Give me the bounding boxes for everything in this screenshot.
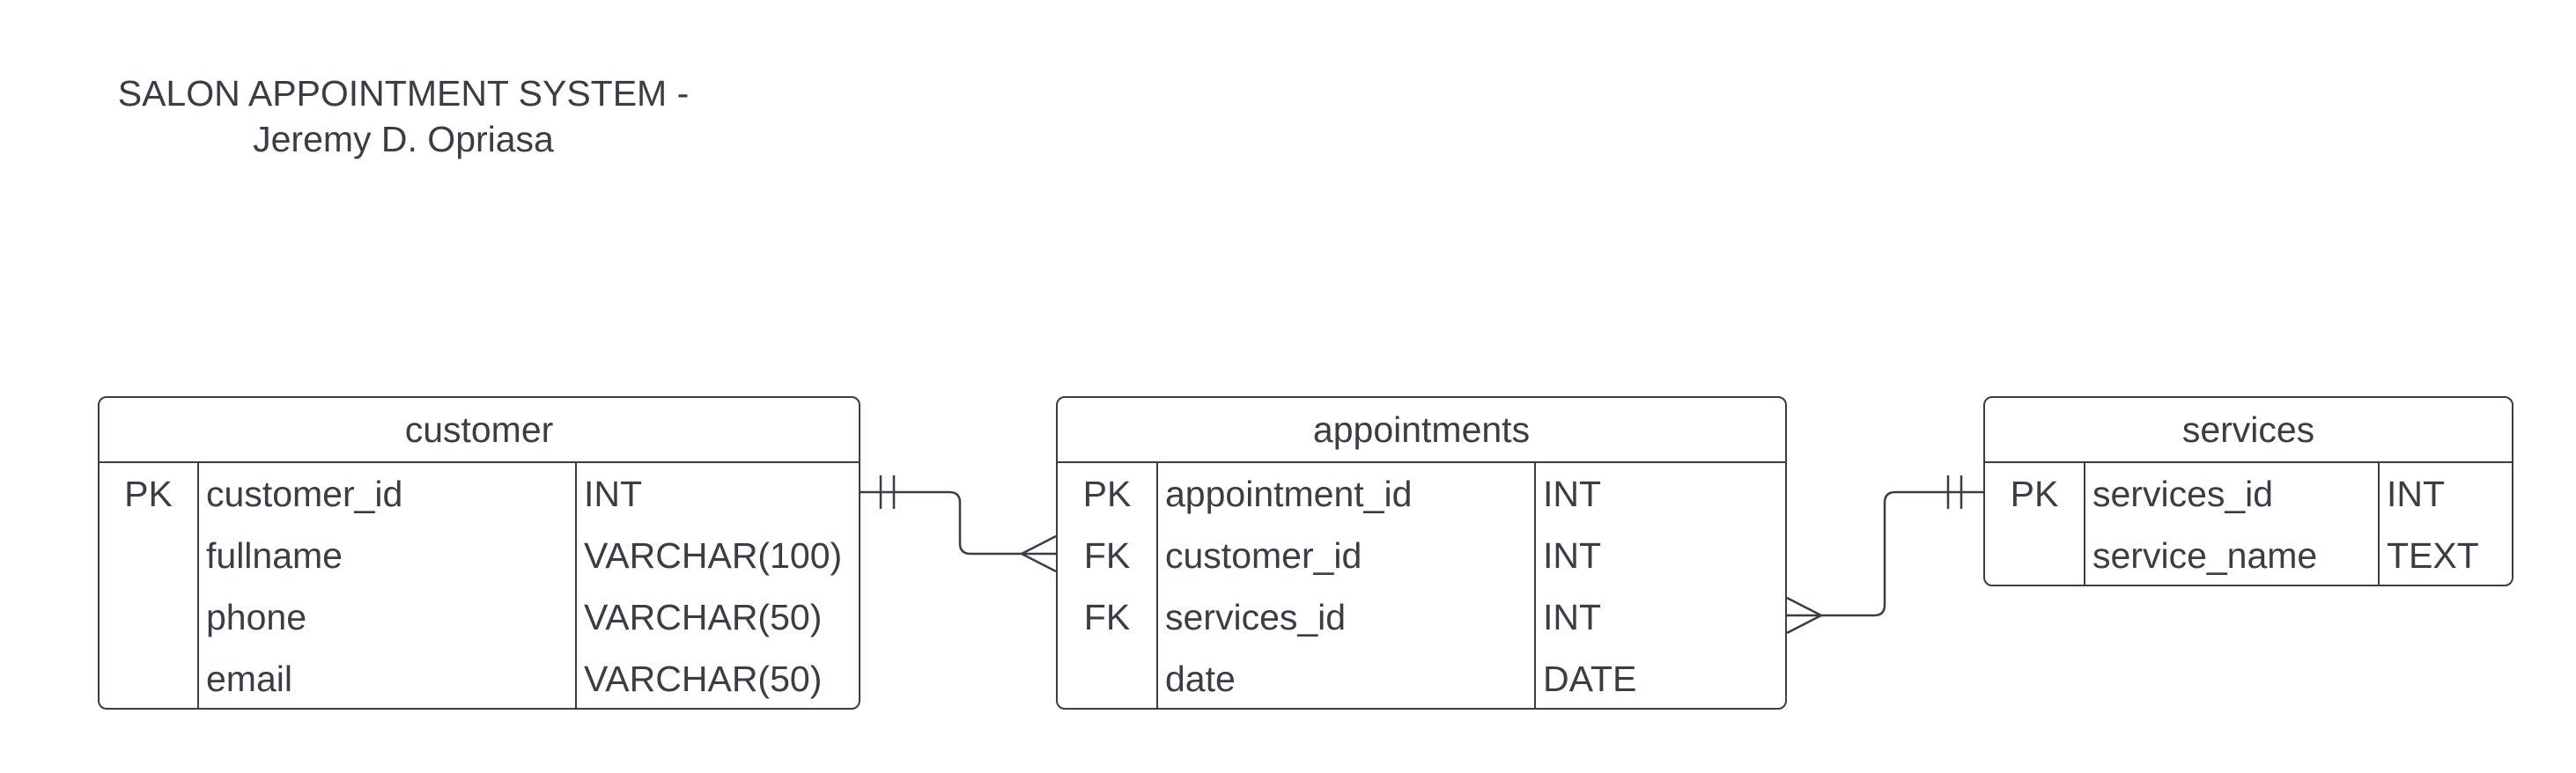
table-row: fullname VARCHAR(100): [100, 525, 859, 586]
key-cell: FK: [1083, 534, 1131, 576]
type-cell: DATE: [1543, 658, 1637, 699]
diagram-title: SALON APPOINTMENT SYSTEM - Jeremy D. Opr…: [104, 70, 703, 162]
type-cell: INT: [1543, 534, 1602, 576]
table-row: PK customer_id INT: [100, 463, 859, 525]
table-row: FK customer_id INT: [1058, 525, 1785, 586]
field-cell: customer_id: [1165, 534, 1362, 576]
field-cell: appointment_id: [1165, 473, 1413, 514]
key-cell: PK: [1082, 473, 1132, 514]
entity-header: customer: [100, 398, 859, 463]
title-line-2: Jeremy D. Opriasa: [253, 119, 554, 159]
entity-appointments[interactable]: appointments PK appointment_id INT FK cu…: [1056, 396, 1787, 710]
type-cell: INT: [1543, 596, 1602, 637]
table-row: email VARCHAR(50): [100, 648, 859, 710]
field-cell: customer_id: [206, 473, 403, 514]
crowfoot-many: [1019, 534, 1057, 573]
table-row: date DATE: [1058, 648, 1785, 710]
entity-services[interactable]: services PK services_id INT service_name…: [1983, 396, 2513, 586]
field-cell: service_name: [2093, 534, 2318, 576]
type-cell: TEXT: [2387, 534, 2479, 576]
crowfoot-many: [1786, 596, 1824, 635]
table-row: PK appointment_id INT: [1058, 463, 1785, 525]
type-cell: INT: [2387, 473, 2446, 514]
key-cell: PK: [2010, 473, 2059, 514]
field-cell: phone: [206, 596, 307, 637]
field-cell: services_id: [1165, 596, 1347, 637]
key-cell: FK: [1083, 596, 1131, 637]
table-row: phone VARCHAR(50): [100, 586, 859, 648]
entity-customer[interactable]: customer PK customer_id INT fullname VAR…: [98, 396, 860, 710]
table-row: service_name TEXT: [1985, 525, 2512, 586]
table-row: FK services_id INT: [1058, 586, 1785, 648]
title-line-1: SALON APPOINTMENT SYSTEM -: [117, 73, 690, 114]
field-cell: date: [1165, 658, 1236, 699]
relationship-services-appointments[interactable]: [1786, 475, 1983, 635]
field-cell: services_id: [2093, 473, 2274, 514]
type-cell: VARCHAR(50): [584, 596, 823, 637]
field-cell: email: [206, 658, 292, 699]
entity-header: appointments: [1058, 398, 1785, 463]
type-cell: INT: [584, 473, 643, 514]
key-cell: PK: [124, 473, 173, 514]
table-row: PK services_id INT: [1985, 463, 2512, 525]
type-cell: VARCHAR(50): [584, 658, 823, 699]
relationship-customer-appointments[interactable]: [860, 475, 1057, 573]
type-cell: INT: [1543, 473, 1602, 514]
field-cell: fullname: [206, 534, 343, 576]
entity-header: services: [1985, 398, 2512, 463]
type-cell: VARCHAR(100): [584, 534, 843, 576]
